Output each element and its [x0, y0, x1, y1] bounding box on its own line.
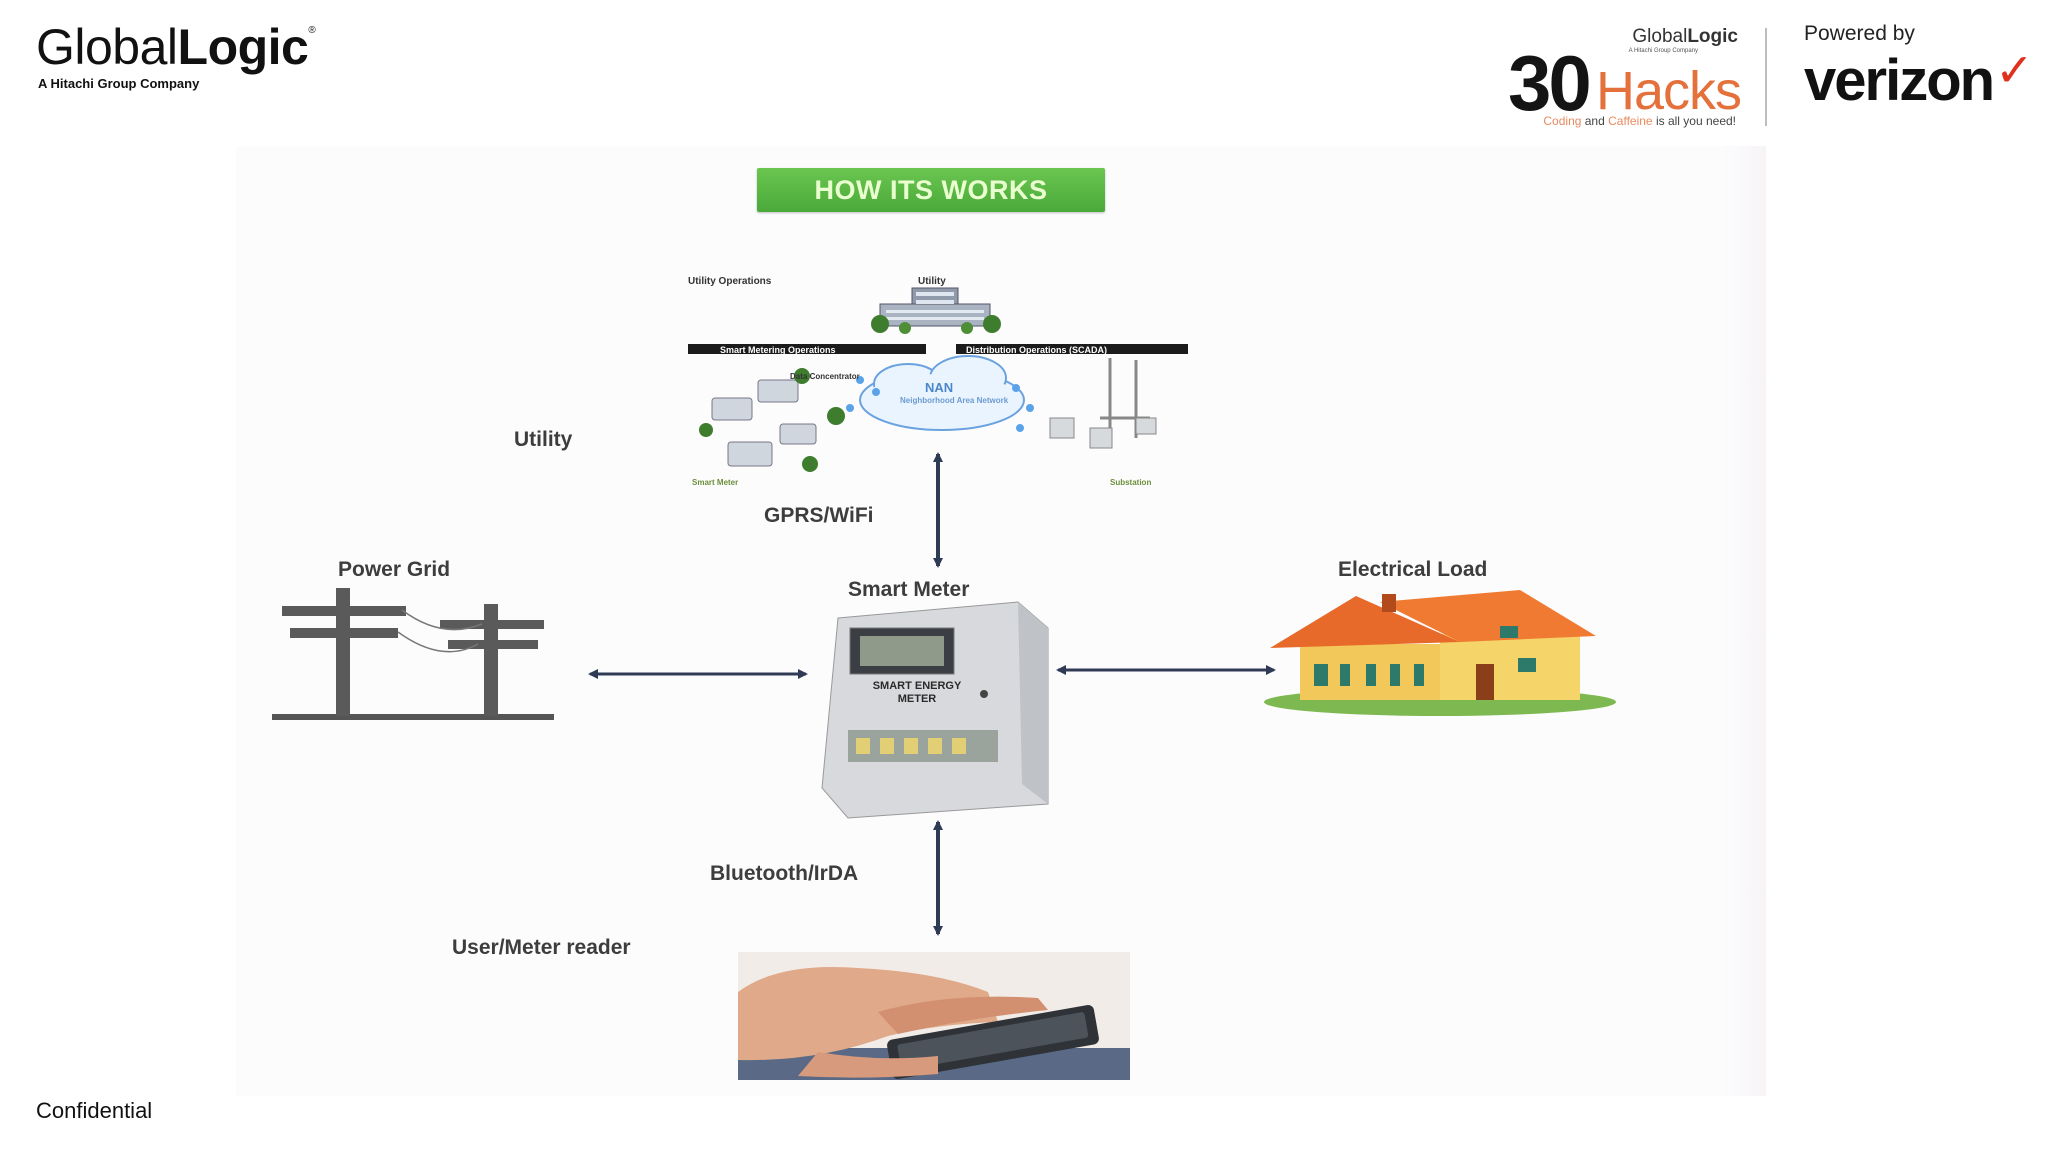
- verizon-logo: verizon✓: [1804, 47, 2034, 110]
- logo-word-bold: Logic: [177, 19, 309, 75]
- meter-face-text: SMART ENERGY METER: [862, 680, 972, 706]
- label-power-grid: Power Grid: [338, 558, 451, 581]
- header-divider: [1765, 28, 1767, 126]
- label-utility: Utility: [514, 428, 573, 451]
- caption-nan: NAN: [925, 380, 954, 395]
- power-grid-icon: [272, 588, 554, 720]
- label-bluetooth-irda: Bluetooth/IrDA: [710, 862, 859, 885]
- hacks-gl-subtitle: A Hitachi Group Company: [1628, 48, 1698, 54]
- user-phone-photo: [738, 952, 1130, 1080]
- caption-utility: Utility: [918, 276, 946, 287]
- caption-nan-sub: Neighborhood Area Network: [900, 396, 1009, 405]
- caption-data-concentrator: Data Concentrator: [790, 372, 860, 381]
- label-gprs-wifi: GPRS/WiFi: [764, 504, 874, 527]
- caption-smart-metering: Smart Metering Operations: [720, 345, 836, 355]
- powered-by-label: Powered by: [1804, 22, 1915, 45]
- label-electrical-load: Electrical Load: [1338, 558, 1488, 581]
- caption-distribution: Distribution Operations (SCADA): [966, 345, 1107, 355]
- network-nodes: [846, 376, 1034, 432]
- utility-network-illustration: [688, 287, 1188, 472]
- smart-meter-device-icon: [821, 601, 1049, 819]
- nan-cloud-icon: [859, 355, 1025, 431]
- logo-subtitle: A Hitachi Group Company: [38, 76, 200, 91]
- globallogic-logo: GlobalLogic® A Hitachi Group Company: [36, 19, 316, 91]
- trucks-icon: [711, 379, 817, 467]
- meter-face-line1: SMART ENERGY: [872, 680, 962, 692]
- verizon-check-icon: ✓: [1995, 44, 2034, 96]
- hacks-word: Hacks: [1596, 61, 1742, 121]
- 30hacks-logo: GlobalLogic A Hitachi Group Company 30 H…: [1508, 24, 1742, 130]
- tagline-part-2: and: [1581, 114, 1609, 128]
- verizon-wordmark: verizon: [1804, 48, 1995, 113]
- hacks-globallogic-mark: GlobalLogic: [1632, 26, 1738, 48]
- meter-face-line2: METER: [897, 693, 937, 706]
- substation-icon: [1049, 358, 1157, 449]
- confidential-label: Confidential: [36, 1098, 153, 1123]
- utility-building-icon: [871, 287, 1001, 334]
- hacks-gl-light: Global: [1632, 26, 1688, 47]
- label-user-meter-reader: User/Meter reader: [452, 936, 631, 959]
- tagline-part-3: Caffeine: [1608, 114, 1653, 128]
- sponsor-block: Powered by verizon✓: [1804, 22, 2034, 110]
- trees-icon: [699, 368, 845, 472]
- slide-edge-shade: [1722, 146, 1766, 1096]
- hacks-number: 30: [1508, 39, 1592, 127]
- caption-smart-meter: Smart Meter: [692, 478, 739, 487]
- logo-word-light: Global: [36, 19, 178, 75]
- caption-utility-operations: Utility Operations: [688, 276, 772, 287]
- tagline-part-4: is all you need!: [1652, 114, 1736, 128]
- hacks-gl-bold: Logic: [1687, 26, 1738, 47]
- smart-metering-bar: [688, 344, 926, 354]
- diagram-title: HOW ITS WORKS: [757, 168, 1105, 212]
- hacks-tagline: Coding and Caffeine is all you need!: [1543, 114, 1736, 128]
- tagline-part-1: Coding: [1543, 114, 1582, 128]
- logo-registered: ®: [308, 25, 316, 36]
- label-smart-meter: Smart Meter: [848, 578, 970, 601]
- house-icon: [1264, 590, 1616, 716]
- distribution-bar: [956, 344, 1188, 354]
- caption-substation: Substation: [1110, 478, 1152, 487]
